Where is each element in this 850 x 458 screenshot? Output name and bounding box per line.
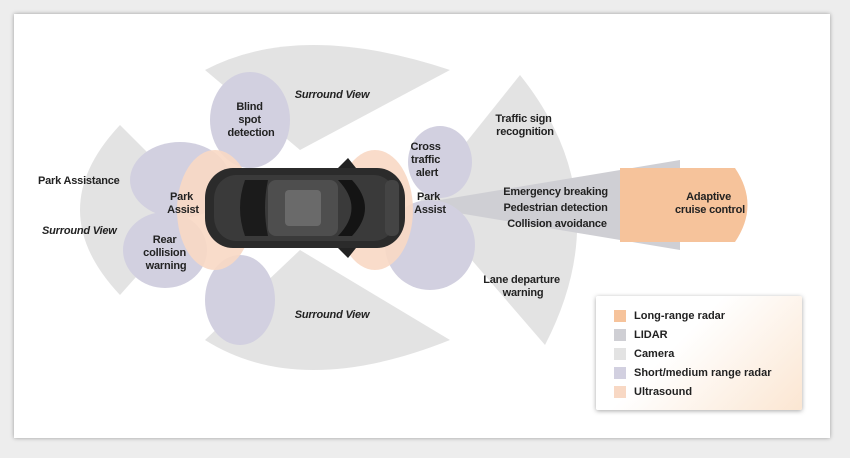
legend-label: Short/medium range radar: [634, 367, 772, 379]
lidar-front-zone: [410, 160, 680, 250]
legend-swatch: [614, 386, 626, 398]
legend-swatch: [614, 348, 626, 360]
legend-label: Long-range radar: [634, 310, 726, 322]
label-surround-view-bottom: Surround View: [295, 309, 371, 321]
legend-swatch: [614, 310, 626, 322]
legend-item-long-range-radar: Long-range radar: [614, 308, 725, 324]
label-cross-traffic: Cross traffic alert: [410, 141, 443, 179]
label-emergency: Emergency breaking Pedestrian detection …: [503, 186, 610, 230]
radar-blind-spot-zone: [210, 72, 290, 168]
label-park-assistance: Park Assistance: [38, 175, 120, 187]
label-park-assist-rear: Park Assist: [167, 191, 199, 216]
legend-item-ultrasound: Ultrasound: [614, 384, 692, 400]
legend-swatch: [614, 329, 626, 341]
legend-label: LIDAR: [634, 329, 668, 341]
label-blind-spot: Blind spot detection: [227, 101, 275, 139]
legend-item-short-medium-radar: Short/medium range radar: [614, 365, 772, 381]
legend-item-camera: Camera: [614, 346, 674, 362]
camera-surround-top-zone: [205, 45, 450, 150]
legend-label: Camera: [634, 348, 675, 360]
label-surround-view-top: Surround View: [295, 89, 371, 101]
legend: Long-range radar LIDAR Camera Short/medi…: [596, 296, 802, 410]
label-adaptive-cruise: Adaptive cruise control: [675, 191, 745, 216]
label-rear-collision: Rear collision warning: [143, 234, 189, 272]
car-top-view-icon: [205, 158, 405, 258]
label-lane-departure: Lane departure warning: [483, 274, 563, 299]
legend-item-lidar: LIDAR: [614, 327, 668, 343]
camera-surround-bottom-zone: [205, 250, 450, 370]
radar-cross-traffic-zone: [408, 126, 472, 198]
label-park-assist-front: Park Assist: [414, 191, 446, 216]
camera-rear-zone: [80, 125, 200, 295]
radar-rear-side-zone: [205, 255, 275, 345]
label-traffic-sign: Traffic sign recognition: [495, 113, 554, 138]
legend-swatch: [614, 367, 626, 379]
long-range-radar-zone: [620, 168, 748, 242]
legend-label: Ultrasound: [634, 386, 693, 398]
label-surround-view-left: Surround View: [42, 225, 118, 237]
